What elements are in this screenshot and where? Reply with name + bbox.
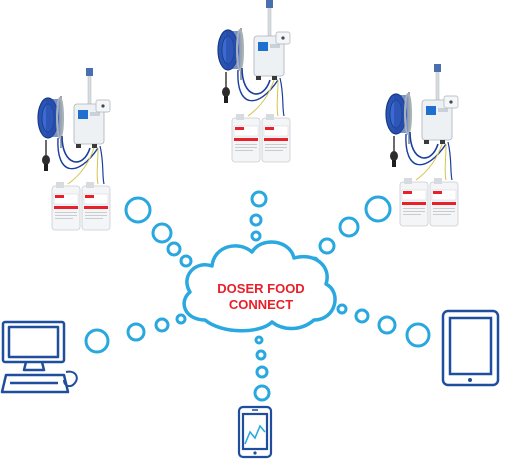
smartphone-icon xyxy=(237,405,273,459)
desktop-computer-icon xyxy=(0,320,78,394)
bubble-trail-tablet xyxy=(336,303,431,348)
cloud-icon: DOSER FOOD CONNECT xyxy=(182,240,337,333)
bubble-trail-phone xyxy=(253,335,271,402)
cloud-title-line2: CONNECT xyxy=(229,297,293,312)
bubble-trail-top-station xyxy=(249,190,268,242)
tablet-icon xyxy=(441,309,500,387)
bubble-trail-left-station xyxy=(124,196,205,276)
doser-station-right xyxy=(385,63,459,227)
doser-station-left xyxy=(37,67,111,231)
cloud-title-line1: DOSER FOOD xyxy=(217,281,304,296)
bubble-trail-desktop xyxy=(84,313,187,354)
bubble-trail-right-station xyxy=(308,195,392,268)
doser-station-top xyxy=(217,0,291,163)
